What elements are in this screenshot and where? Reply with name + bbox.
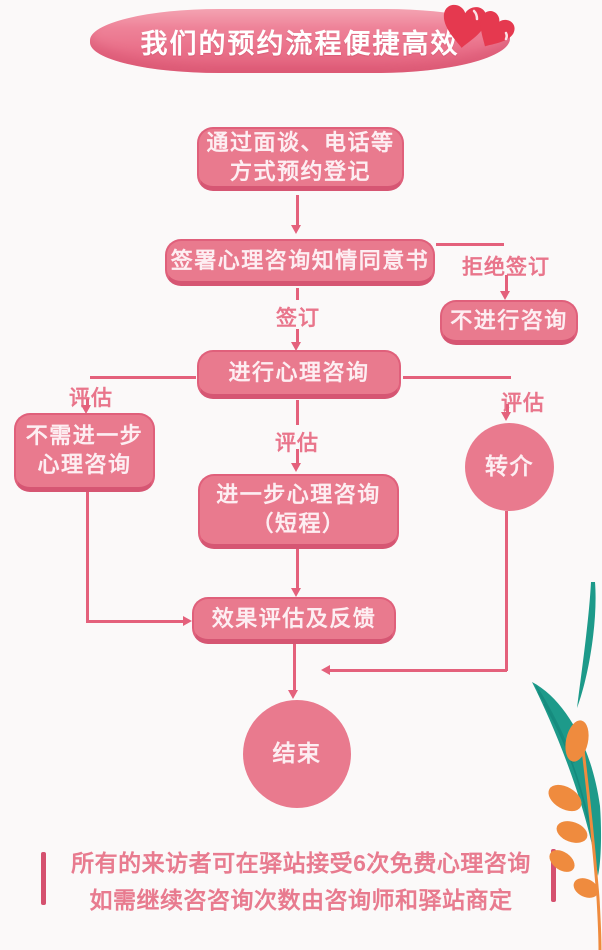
arrowhead-down-icon — [81, 405, 91, 414]
edge-label-evaluate-right: 评估 — [501, 392, 545, 415]
node-sign-agreement: 签署心理咨询知情同意书 — [165, 239, 435, 286]
big-leaf-icon — [532, 682, 602, 876]
arrowhead-down-icon — [291, 588, 301, 597]
edge-referral-left-line — [330, 669, 507, 672]
arrowhead-down-icon — [501, 412, 511, 421]
node-no-consult: 不进行咨询 — [440, 300, 578, 345]
arrowhead-down-icon — [288, 690, 298, 699]
edge-register-to-sign-line — [296, 195, 299, 226]
edge-label-refuse-sign: 拒绝签订 — [462, 256, 550, 279]
node-referral: 转介 — [465, 423, 554, 511]
edge-consult-left-line — [90, 376, 196, 379]
edge-no-further-down-line — [86, 492, 89, 622]
node-register: 通过面谈、电话等 方式预约登记 — [197, 127, 404, 191]
edge-refuse-line — [505, 275, 508, 292]
edge-label-evaluate-mid: 评估 — [275, 432, 319, 455]
plant-decoration — [532, 582, 602, 950]
edge-further-to-feedback-line — [296, 549, 299, 589]
node-end: 结束 — [243, 700, 351, 808]
arrowhead-left-icon — [321, 665, 330, 675]
orange-leaf-icon — [548, 784, 582, 812]
heart-shine-icon — [472, 9, 479, 21]
footer-right-bar — [551, 849, 556, 902]
footer-note-line2: 如需继续咨咨询次数由咨询师和驿站商定 — [89, 887, 513, 913]
arrowhead-down-icon — [500, 291, 510, 300]
edge-consult-to-evaluate-line — [296, 400, 299, 425]
node-further-consult: 进一步心理咨询 （短程） — [198, 474, 399, 549]
node-no-further-consult: 不需进一步 心理咨询 — [14, 413, 155, 492]
edge-evaluate-left-line — [86, 399, 89, 407]
edge-no-further-right-line — [86, 620, 184, 623]
footer-note: 所有的来访者可在驿站接受6次免费心理咨询 如需继续咨咨询次数由咨询师和驿站商定 — [46, 845, 556, 919]
branch-stem-icon — [578, 725, 602, 950]
edge-evaluate-right-line — [506, 404, 509, 414]
edge-label-evaluate-left: 评估 — [69, 387, 113, 410]
double-heart-icon — [443, 4, 515, 48]
arrowhead-down-icon — [291, 225, 301, 234]
footer-left-bar — [41, 852, 46, 905]
edge-consult-right-line — [403, 376, 511, 379]
edge-label-sign: 签订 — [276, 307, 320, 330]
edge-sign-to-refuse-line — [436, 243, 504, 246]
title-banner: 我们的预约流程便捷高效 — [90, 9, 510, 73]
edge-sign-to-consult-line — [296, 329, 299, 343]
arrowhead-down-icon — [291, 463, 301, 472]
edge-referral-down-line — [505, 511, 508, 671]
orange-leaf-icon — [556, 821, 588, 843]
big-heart-icon — [443, 4, 487, 48]
orange-leaf-icon — [573, 878, 599, 898]
node-feedback: 效果评估及反馈 — [192, 597, 396, 644]
edge-feedback-to-end-line — [293, 644, 296, 691]
edge-evaluate-to-further-line — [296, 449, 299, 464]
edge-sign-tick-line — [296, 288, 299, 300]
heart-shine-icon — [504, 31, 508, 41]
orange-leaf-icon — [565, 720, 589, 762]
footer-note-line1: 所有的来访者可在驿站接受6次免费心理咨询 — [71, 850, 531, 876]
arrowhead-right-icon — [183, 616, 192, 626]
page-title: 我们的预约流程便捷高效 — [140, 28, 460, 59]
orange-leaf-icon — [549, 850, 575, 872]
node-consult: 进行心理咨询 — [197, 350, 401, 399]
leaf-vein-icon — [543, 703, 593, 837]
thin-leaf-icon — [577, 582, 596, 708]
arrowhead-down-icon — [291, 342, 301, 351]
